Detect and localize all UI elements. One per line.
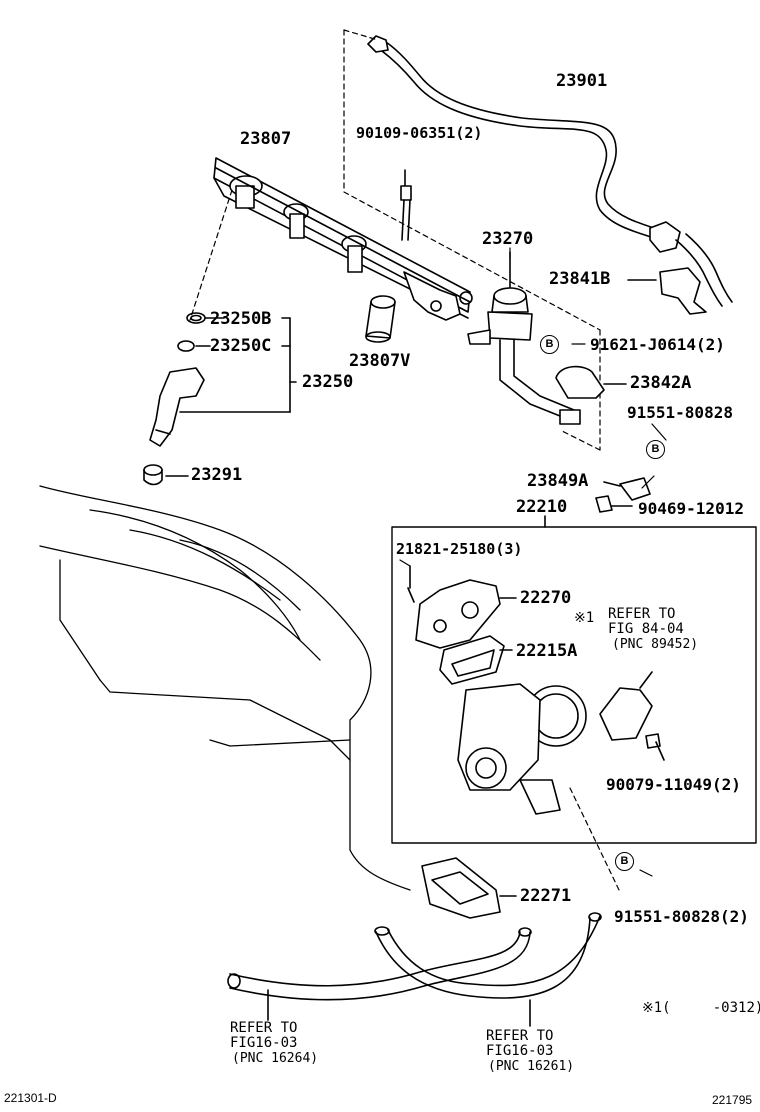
- ref-hose-right-line1: REFER TO: [486, 1028, 554, 1044]
- lower-hoses-drawing: [227, 912, 602, 1027]
- label-23807V: 23807V: [349, 351, 411, 371]
- bracket-23849A-drawing: [595, 477, 651, 513]
- pressure-regulator-drawing: [467, 251, 581, 425]
- label-23250B: 23250B: [210, 309, 272, 329]
- label-23291: 23291: [191, 465, 243, 485]
- footnote-serial-range: ※1( -0312): [642, 1000, 760, 1016]
- label-23270: 23270: [482, 229, 534, 249]
- intake-manifold-drawing: [39, 485, 411, 891]
- label-22271: 22271: [520, 886, 572, 906]
- screw-90109-drawing: [400, 169, 412, 241]
- footer-figure-code: 221301-D: [4, 1091, 57, 1105]
- label-23250C: 23250C: [210, 336, 272, 356]
- spacer-23807V-drawing: [365, 295, 396, 343]
- ref-throttle-sensor-mark: ※1: [574, 610, 595, 626]
- label-90079: 90079-11049(2): [606, 775, 741, 794]
- ref-hose-left-line3: (PNC 16264): [232, 1051, 319, 1066]
- isc-valve-drawing: [407, 565, 517, 685]
- badge-b-bottom: B: [615, 852, 634, 871]
- ref-hose-left-line2: FIG16-03: [230, 1035, 298, 1051]
- label-91551-top: 91551-80828: [627, 403, 733, 422]
- label-91551-bottom: 91551-80828(2): [614, 907, 749, 926]
- label-23901: 23901: [556, 71, 608, 91]
- ref-hose-right-line2: FIG16-03: [486, 1043, 554, 1059]
- label-21821: 21821-25180(3): [396, 540, 523, 558]
- ref-throttle-sensor-line3: (PNC 89452): [612, 637, 699, 652]
- badge-b-top: B: [540, 335, 559, 354]
- leader-lines: [399, 247, 667, 877]
- clamp-23841B-drawing: [627, 267, 707, 315]
- label-23849A: 23849A: [527, 471, 589, 491]
- injector-parts-drawing: [149, 312, 297, 447]
- ref-hose-left-line1: REFER TO: [230, 1020, 298, 1036]
- label-23250: 23250: [302, 372, 354, 392]
- label-22210: 22210: [516, 497, 568, 517]
- badge-b-mid: B: [646, 440, 665, 459]
- insulator-23291-drawing: [143, 464, 189, 486]
- throttle-body-drawing: [457, 671, 665, 815]
- fuel-rail-drawing: [213, 157, 473, 321]
- label-22215A: 22215A: [516, 641, 578, 661]
- label-23841B: 23841B: [549, 269, 611, 289]
- throttle-body-box: [391, 515, 757, 844]
- ref-hose-right-line3: (PNC 16261): [488, 1059, 575, 1074]
- label-22270: 22270: [520, 588, 572, 608]
- ref-throttle-sensor-line2: FIG 84-04: [608, 621, 684, 637]
- ref-throttle-sensor-line1: REFER TO: [608, 606, 676, 622]
- label-90469: 90469-12012: [638, 499, 744, 518]
- label-91621: 91621-J0614(2): [590, 335, 725, 354]
- footer-image-code: 221795: [712, 1093, 753, 1107]
- fuel-hose-23901-drawing: [367, 35, 733, 307]
- grommet-23842A-drawing: [555, 365, 627, 399]
- label-23842A: 23842A: [630, 373, 692, 393]
- label-90109: 90109-06351(2): [356, 124, 483, 142]
- gasket-22271-drawing: [421, 857, 517, 919]
- dashed-guide-lines: [189, 29, 621, 893]
- label-23807: 23807: [240, 129, 292, 149]
